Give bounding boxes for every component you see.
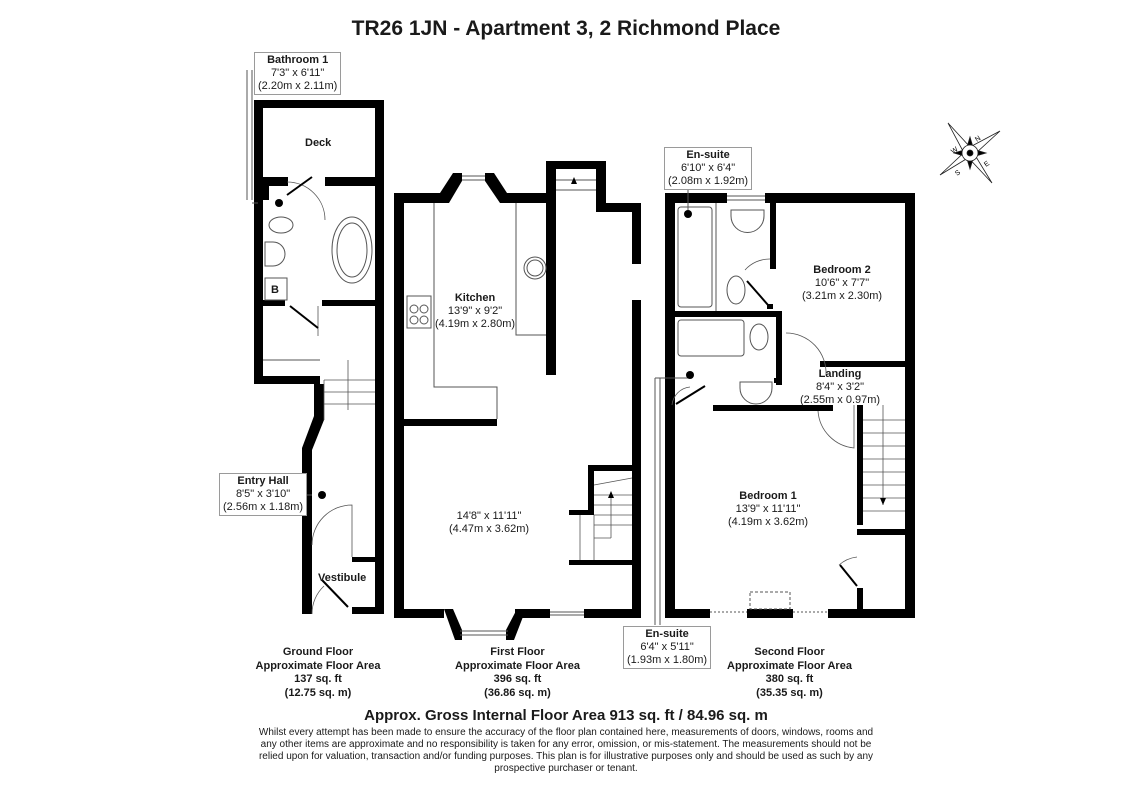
svg-text:W: W [950, 146, 960, 156]
room-dimensions-metric: (4.47m x 3.62m) [448, 523, 530, 535]
floor-area-caption: Approximate Floor Area [455, 659, 580, 672]
boiler-marker: B [271, 284, 279, 296]
second-floor-summary: Second Floor Approximate Floor Area 380 … [722, 646, 857, 700]
room-name: En-suite [645, 628, 689, 640]
room-label-vestibule: Vestibule [318, 572, 366, 585]
ground-floor-summary: Ground Floor Approximate Floor Area 137 … [253, 646, 383, 700]
room-dimensions-metric: (2.08m x 1.92m) [668, 175, 749, 187]
room-dimensions-imperial: 6'10" x 6'4" [680, 162, 736, 174]
room-dimensions-imperial: 13'9" x 9'2" [447, 305, 503, 317]
first-floor-walls [394, 161, 641, 640]
room-name: Bedroom 2 [813, 264, 871, 276]
room-label-deck: Deck [305, 137, 331, 150]
room-dimensions-metric: (4.19m x 2.80m) [434, 318, 516, 330]
room-name: En-suite [686, 149, 730, 161]
room-dimensions-imperial: 8'5" x 3'10" [235, 488, 291, 500]
room-name: Landing [818, 368, 862, 380]
room-dimensions-metric: (2.20m x 2.11m) [258, 80, 338, 92]
room-label-en-suite-bottom: En-suite 6'4" x 5'11" (1.93m x 1.80m) [623, 626, 712, 669]
room-dimensions-metric: (1.93m x 1.80m) [627, 654, 708, 666]
svg-text:S: S [954, 169, 962, 178]
second-floor-fixtures [654, 185, 905, 625]
room-dimensions-imperial: 13'9" x 11'11" [735, 503, 801, 515]
svg-text:E: E [983, 160, 991, 169]
floor-name: Ground Floor [282, 646, 354, 658]
room-name: Deck [305, 137, 332, 149]
room-label-bedroom-1: Bedroom 1 13'9" x 11'11" (4.19m x 3.62m) [723, 490, 813, 529]
room-dimensions-imperial: 14'8" x 11'11" [456, 510, 522, 522]
floor-area-sqft: 380 sq. ft [765, 673, 814, 685]
compass-rose-icon [939, 122, 1001, 184]
ground-floor-light-points [275, 199, 326, 499]
room-name: Bedroom 1 [739, 490, 797, 502]
floor-area-caption: Approximate Floor Area [727, 659, 852, 672]
second-floor-light-points [684, 210, 886, 505]
room-label-bedroom-2: Bedroom 2 10'6" x 7'7" (3.21m x 2.30m) [797, 264, 887, 303]
gross-internal-floor-area: Approx. Gross Internal Floor Area 913 sq… [364, 707, 768, 724]
ground-floor-fixtures [246, 70, 375, 615]
first-floor-fixtures [406, 175, 633, 636]
first-floor-arrows [571, 177, 614, 498]
room-dimensions-imperial: 8'4" x 3'2" [815, 381, 865, 393]
floor-area-caption: Approximate Floor Area [255, 659, 381, 672]
floor-name: First Floor [490, 646, 545, 658]
disclaimer-text: Whilst every attempt has been made to en… [258, 727, 874, 774]
svg-text:N: N [974, 135, 982, 144]
room-dimensions-imperial: 6'4" x 5'11" [640, 641, 694, 653]
room-label-living-room: 14'8" x 11'11" (4.47m x 3.62m) [446, 510, 532, 536]
room-label-entry-hall: Entry Hall 8'5" x 3'10" (2.56m x 1.18m) [219, 473, 308, 516]
room-name: Bathroom 1 [267, 54, 329, 66]
room-dimensions-imperial: 7'3" x 6'11" [270, 67, 325, 79]
ground-floor-walls [254, 100, 384, 614]
room-label-kitchen: Kitchen 13'9" x 9'2" (4.19m x 2.80m) [432, 292, 518, 331]
floor-area-sqft: 396 sq. ft [493, 673, 542, 685]
room-dimensions-metric: (3.21m x 2.30m) [801, 290, 883, 302]
room-label-landing: Landing 8'4" x 3'2" (2.55m x 0.97m) [800, 368, 880, 407]
floor-area-sqft: 137 sq. ft [294, 673, 342, 685]
floor-name: Second Floor [754, 646, 825, 658]
first-floor-summary: First Floor Approximate Floor Area 396 s… [450, 646, 585, 700]
plan-title: TR26 1JN - Apartment 3, 2 Richmond Place [351, 17, 781, 40]
floor-area-sqm: (35.35 sq. m) [756, 686, 823, 699]
floor-area-sqm: (12.75 sq. m) [284, 686, 352, 699]
second-floor-walls [665, 193, 915, 618]
room-dimensions-imperial: 10'6" x 7'7" [814, 277, 870, 289]
room-label-en-suite-top: En-suite 6'10" x 6'4" (2.08m x 1.92m) [664, 147, 753, 190]
room-name: Vestibule [318, 572, 367, 584]
room-name: Entry Hall [237, 475, 289, 487]
room-dimensions-metric: (2.56m x 1.18m) [223, 501, 304, 513]
room-label-bathroom-1: Bathroom 1 7'3" x 6'11" (2.20m x 2.11m) [254, 52, 342, 95]
compass-letters: N E S W [950, 135, 991, 178]
room-dimensions-metric: (4.19m x 3.62m) [727, 516, 809, 528]
room-name: Kitchen [454, 292, 496, 304]
room-dimensions-metric: (2.55m x 0.97m) [800, 394, 881, 406]
floor-area-sqm: (36.86 sq. m) [484, 686, 551, 699]
